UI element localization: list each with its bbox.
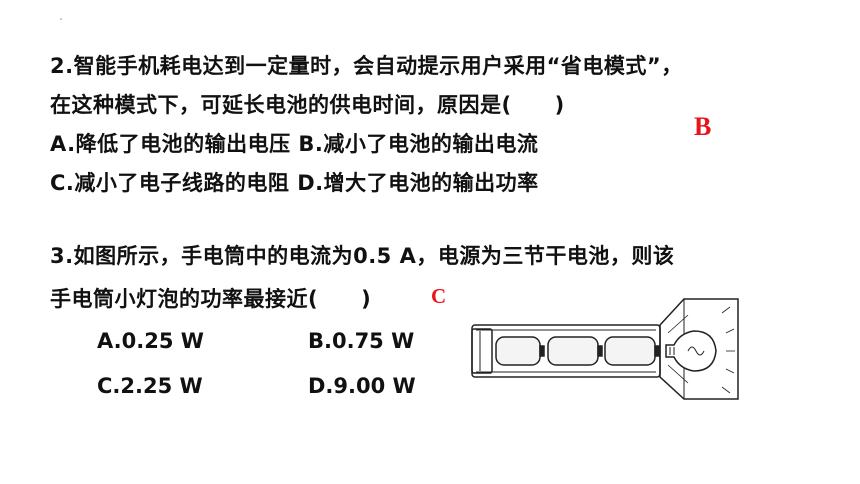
- q3-line-1: 3.如图所示，手电筒中的电流为0.5 A，电源为三节干电池，则该: [50, 244, 675, 268]
- q3-option-a: A.0.25 W: [97, 329, 204, 353]
- q2-line-1: 2.智能手机耗电达到一定量时，会自动提示用户采用“省电模式”，: [50, 54, 683, 78]
- light-rays: [721, 306, 735, 394]
- battery-1: [495, 336, 545, 366]
- corner-mark: [60, 18, 62, 20]
- q2-options-ab: A.降低了电池的输出电压 B.减小了电池的输出电流: [50, 132, 539, 156]
- q3-answer: C: [431, 284, 447, 308]
- q2-line-2: 在这种模式下，可延长电池的供电时间，原因是( ): [50, 93, 565, 117]
- flashlight-icon: [471, 298, 739, 400]
- battery-2: [547, 336, 603, 366]
- flashlight-tail-cap: [471, 328, 493, 374]
- q3-line-2: 手电筒小灯泡的功率最接近( ): [50, 287, 372, 311]
- q3-option-b: B.0.75 W: [308, 329, 415, 353]
- battery-3: [604, 336, 660, 366]
- q3-option-d: D.9.00 W: [308, 374, 416, 398]
- q3-option-c: C.2.25 W: [97, 374, 203, 398]
- bulb: [665, 330, 717, 372]
- q2-answer: B: [694, 112, 712, 141]
- q2-options-cd: C.减小了电子线路的电阻 D.增大了电池的输出功率: [50, 171, 539, 195]
